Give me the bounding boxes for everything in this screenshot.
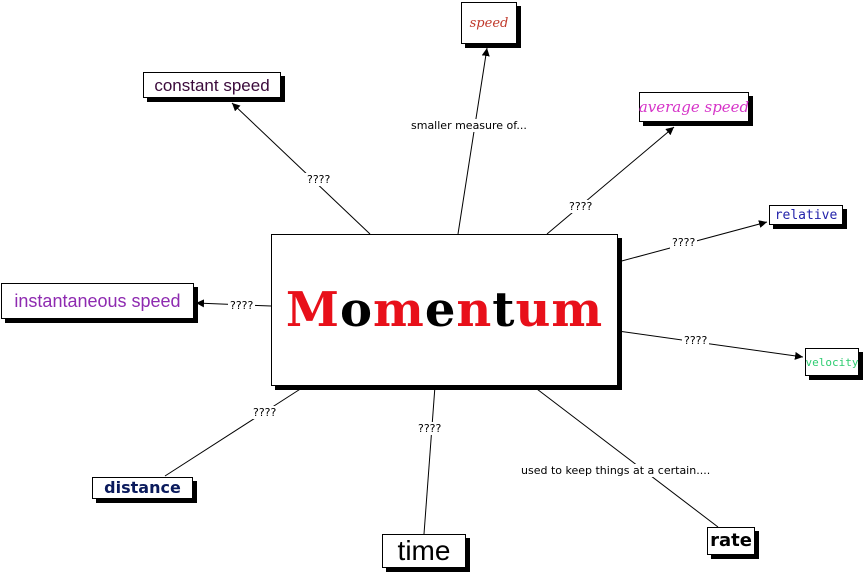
edge-speed bbox=[457, 47, 490, 235]
edge-label-velocity: ???? bbox=[682, 334, 710, 347]
edge-label-distance: ???? bbox=[251, 406, 279, 419]
edge-label-instantaneous-speed: ???? bbox=[228, 299, 256, 312]
edge-label-average-speed: ???? bbox=[567, 200, 595, 213]
edge-label-relative: ???? bbox=[670, 236, 698, 249]
edge-rate bbox=[532, 385, 719, 528]
concept-velocity[interactable]: velocity bbox=[805, 348, 859, 376]
title-letter: t bbox=[492, 282, 516, 338]
edge-label-constant-speed: ???? bbox=[305, 173, 333, 186]
concept-label: average speed bbox=[638, 97, 750, 116]
edge-label-time: ???? bbox=[416, 422, 444, 435]
concept-average-speed[interactable]: average speed bbox=[639, 92, 749, 122]
concept-label: time bbox=[397, 535, 451, 566]
center-concept-momentum[interactable]: Momentum bbox=[271, 234, 618, 386]
title-letter: u bbox=[515, 282, 552, 338]
concept-speed[interactable]: speed bbox=[461, 2, 517, 44]
edge-label-speed: smaller measure of... bbox=[409, 119, 529, 132]
title-letter: m bbox=[373, 282, 425, 338]
concept-distance[interactable]: distance bbox=[92, 477, 193, 499]
concept-relative[interactable]: relative bbox=[769, 205, 843, 225]
concept-label: rate bbox=[710, 530, 752, 551]
center-concept-title: Momentum bbox=[286, 286, 603, 334]
edge-constant-speed bbox=[231, 102, 371, 235]
title-letter: m bbox=[551, 282, 604, 338]
concept-instantaneous-speed[interactable]: instantaneous speed bbox=[1, 283, 194, 319]
title-letter: M bbox=[285, 282, 340, 338]
concept-rate[interactable]: rate bbox=[707, 527, 755, 555]
concept-time[interactable]: time bbox=[382, 534, 466, 568]
title-letter: e bbox=[424, 282, 457, 338]
concept-constant-speed[interactable]: constant speed bbox=[143, 72, 281, 98]
edge-velocity bbox=[617, 330, 804, 360]
edge-label-rate: used to keep things at a certain.... bbox=[519, 464, 713, 477]
edge-time bbox=[423, 385, 436, 535]
concept-label: relative bbox=[774, 207, 838, 223]
concept-label: speed bbox=[469, 15, 509, 31]
edge-average-speed bbox=[546, 126, 675, 235]
concept-label: velocity bbox=[805, 355, 859, 369]
concept-label: instantaneous speed bbox=[14, 291, 181, 311]
concept-label: constant speed bbox=[154, 75, 270, 95]
title-letter: o bbox=[340, 282, 374, 338]
concept-label: distance bbox=[104, 478, 181, 497]
edge-distance bbox=[164, 385, 306, 477]
title-letter: n bbox=[456, 282, 493, 338]
